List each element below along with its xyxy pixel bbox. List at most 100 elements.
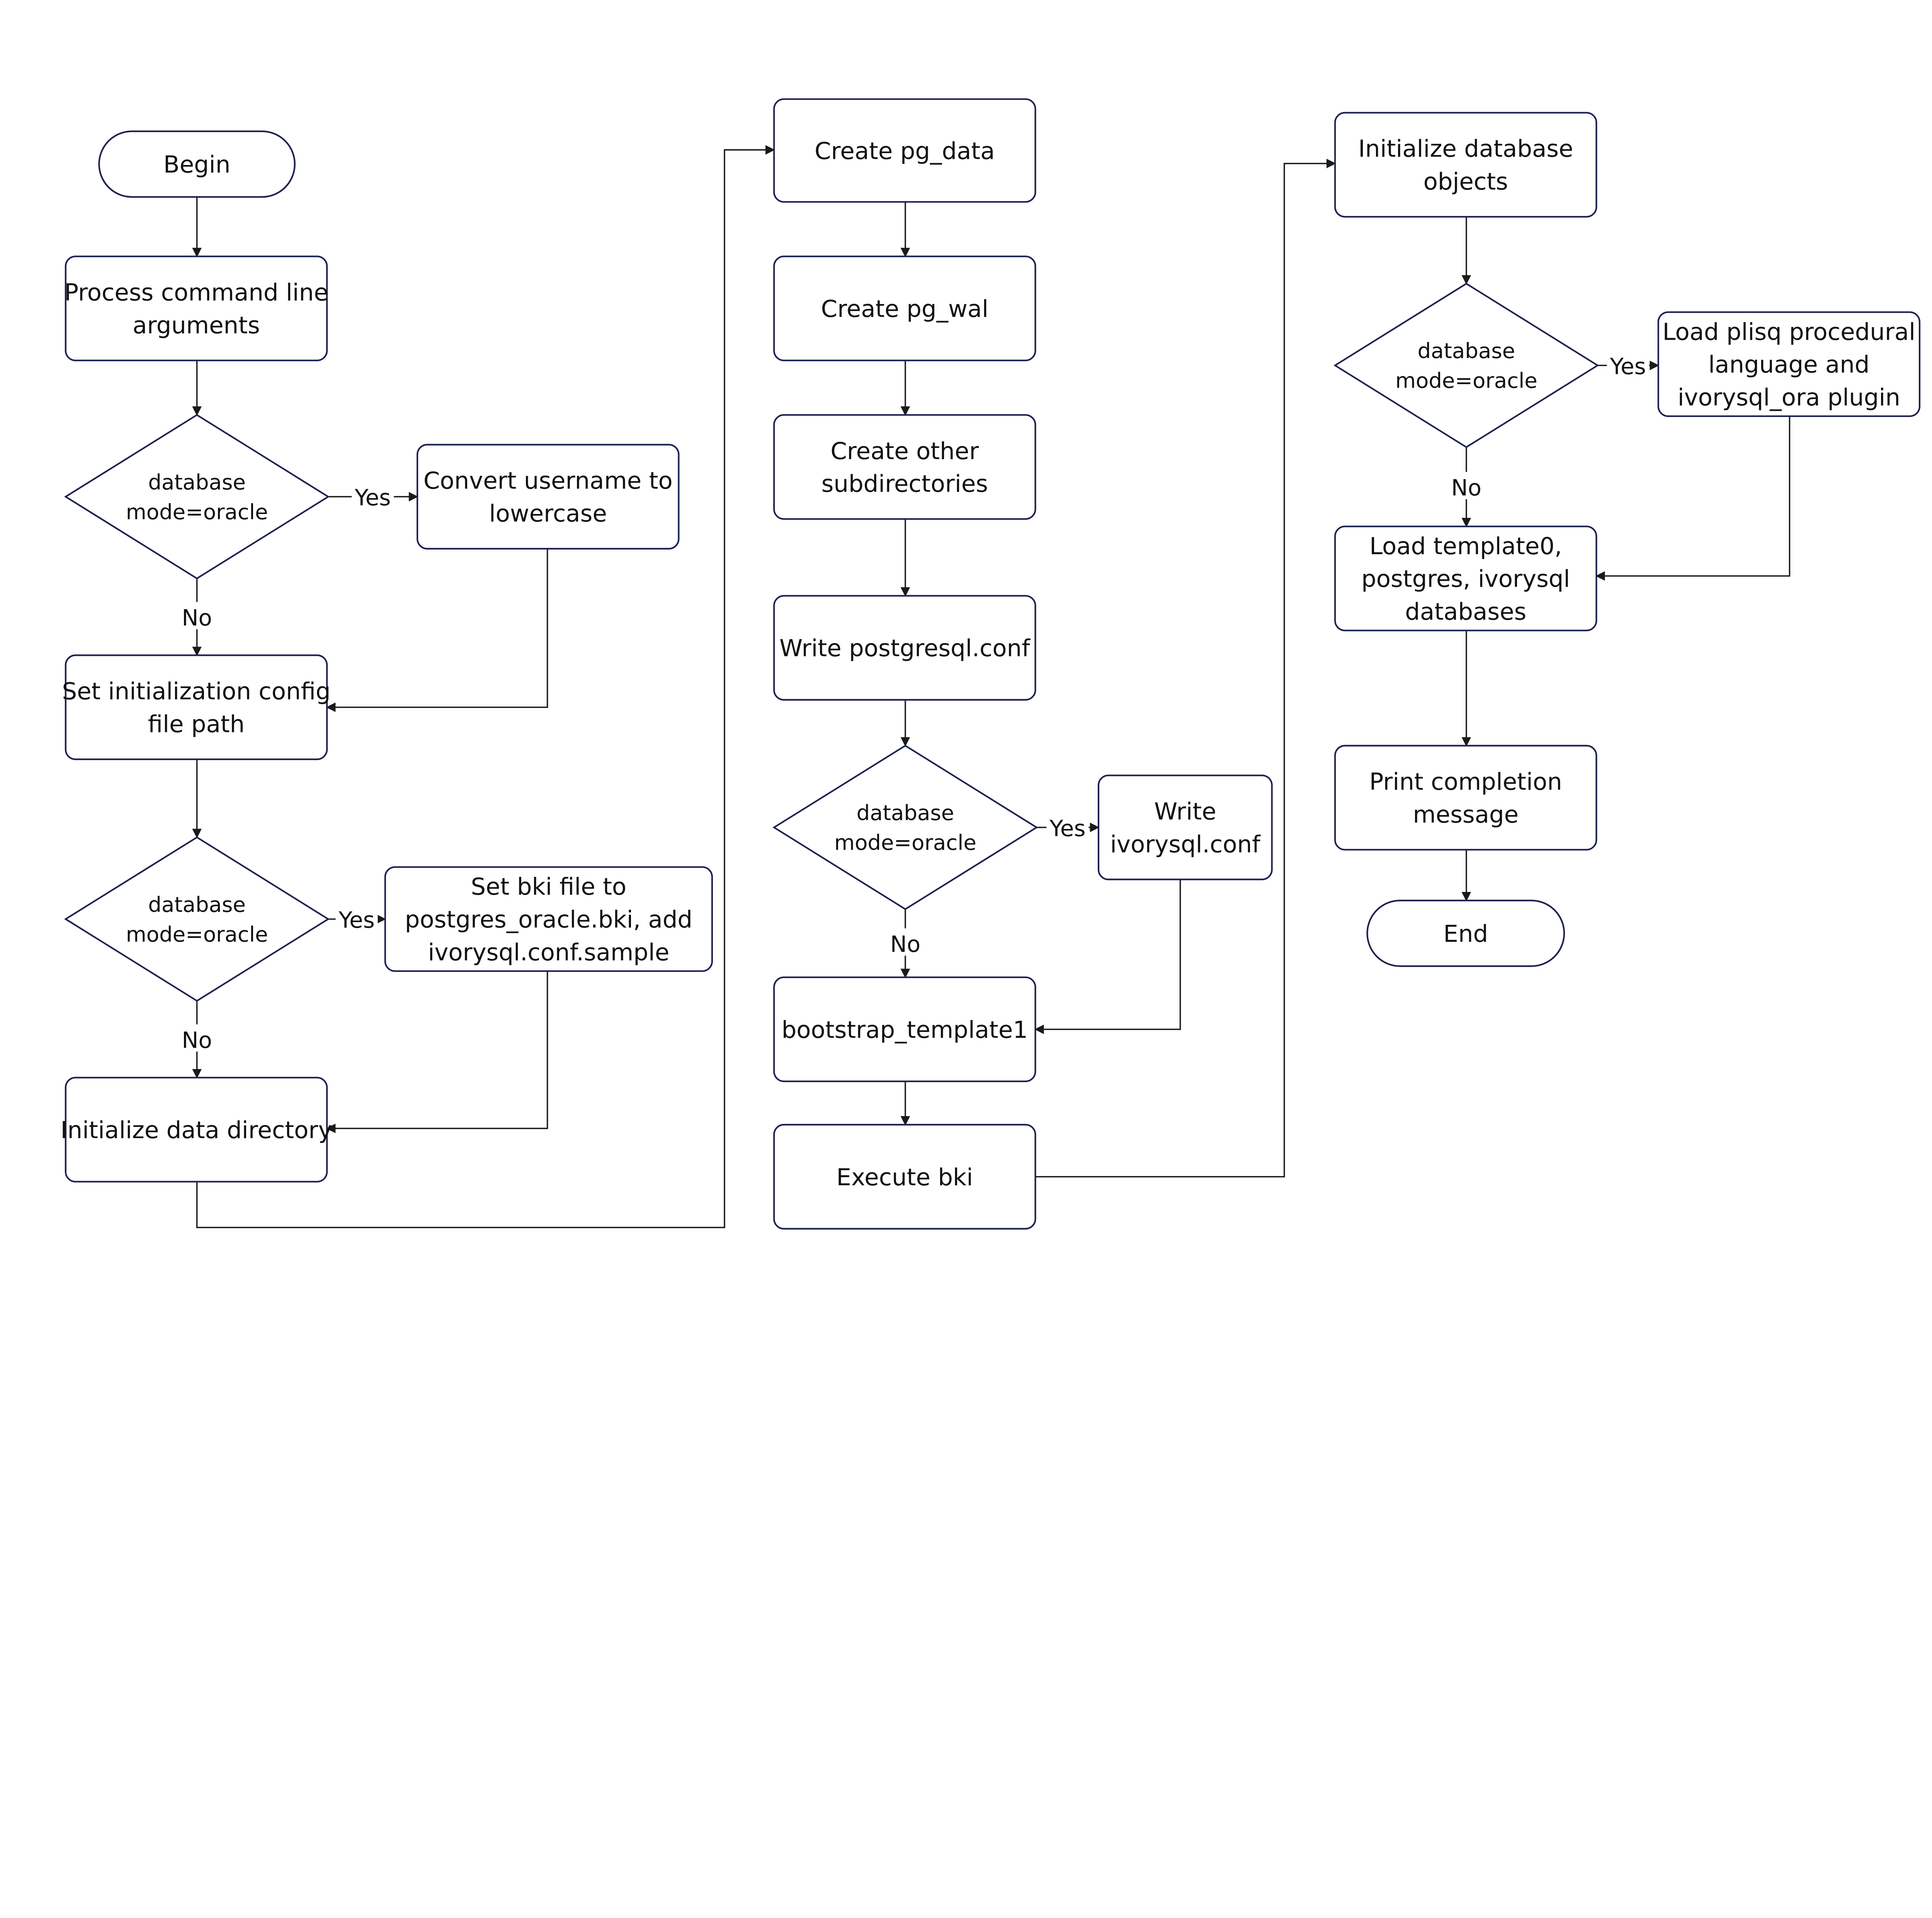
node-text: lowercase bbox=[489, 500, 607, 528]
process-shape bbox=[773, 414, 1036, 520]
decision-shape bbox=[772, 745, 1038, 910]
process-shape bbox=[1334, 112, 1597, 218]
edge-load_plisq-to-load_templates bbox=[1595, 416, 1791, 581]
node-print_completion: Print completion message bbox=[1334, 745, 1597, 851]
node-create_subdirs: Create other subdirectories bbox=[773, 414, 1036, 520]
edge-label-yes: Yes bbox=[1610, 353, 1646, 380]
node-text: Convert username to bbox=[423, 467, 673, 495]
node-text: subdirectories bbox=[821, 470, 988, 498]
edge-label-bg bbox=[886, 928, 924, 956]
node-text: mode=oracle bbox=[126, 922, 268, 946]
process-shape bbox=[773, 976, 1036, 1082]
node-text: objects bbox=[1423, 168, 1508, 196]
process-shape bbox=[773, 98, 1036, 203]
node-begin: Begin bbox=[98, 130, 296, 198]
node-text: Write postgresql.conf bbox=[779, 635, 1031, 662]
node-text: Create pg_data bbox=[815, 137, 995, 165]
node-text: Initialize data directory bbox=[61, 1116, 332, 1144]
edge-label-no: No bbox=[182, 605, 212, 631]
process-shape bbox=[773, 595, 1036, 701]
node-text: message bbox=[1413, 801, 1519, 828]
edge-init_data_dir-to-create_pg_data bbox=[196, 145, 775, 1229]
process-shape bbox=[417, 444, 680, 550]
node-text: Set initialization config bbox=[62, 678, 330, 705]
edge-label-yes: Yes bbox=[354, 485, 391, 511]
node-create_pg_data: Create pg_data bbox=[773, 98, 1036, 203]
node-load_templates: Load template0, postgres, ivorysql databas… bbox=[1334, 526, 1597, 631]
node-text: Begin bbox=[163, 151, 230, 179]
process-shape bbox=[1097, 774, 1273, 880]
edge-label-no: No bbox=[182, 1027, 212, 1053]
process-shape bbox=[65, 255, 328, 361]
terminal-shape bbox=[98, 130, 296, 198]
node-text: Print completion bbox=[1369, 768, 1562, 796]
node-create_pg_wal: Create pg_wal bbox=[773, 255, 1036, 361]
node-text: Load template0, bbox=[1369, 533, 1562, 560]
edge-set_bki-to-init_data_dir bbox=[326, 971, 548, 1133]
edge-label-bg bbox=[335, 904, 378, 932]
edge-label-bg bbox=[1447, 472, 1485, 499]
node-bootstrap_template1: bootstrap_template1 bbox=[773, 976, 1036, 1082]
node-set_config_path: Set initialization config file path bbox=[62, 654, 331, 760]
node-check_mode_1: database mode=oracle bbox=[64, 414, 330, 580]
node-write_postgresql_conf: Write postgresql.conf bbox=[773, 595, 1036, 701]
node-text: bootstrap_template1 bbox=[782, 1016, 1028, 1043]
edge-label-yes: Yes bbox=[1049, 815, 1085, 841]
decision-shape bbox=[1333, 283, 1599, 448]
edges-layer bbox=[192, 145, 1791, 1229]
edge-label-bg bbox=[178, 1024, 216, 1052]
node-text: database bbox=[148, 892, 246, 917]
node-text: postgres, ivorysql bbox=[1361, 565, 1570, 593]
node-text: postgres_oracle.bki, add bbox=[405, 906, 692, 933]
process-shape bbox=[1334, 745, 1597, 851]
edge-label-bg bbox=[1046, 812, 1089, 840]
node-text: Create other bbox=[830, 437, 979, 465]
node-text: Set bki file to bbox=[471, 873, 627, 900]
node-text: mode=oracle bbox=[126, 499, 268, 524]
process-shape bbox=[65, 654, 328, 760]
node-init_data_dir: Initialize data directory bbox=[61, 1077, 332, 1183]
node-text: file path bbox=[148, 711, 245, 738]
process-shape bbox=[773, 255, 1036, 361]
node-text: Write bbox=[1154, 798, 1216, 825]
terminal-shape bbox=[1366, 900, 1565, 967]
node-text: databases bbox=[1405, 598, 1526, 626]
node-text: ivorysql.conf bbox=[1110, 831, 1261, 858]
node-text: language and bbox=[1708, 351, 1869, 378]
node-end: End bbox=[1366, 900, 1565, 967]
node-init_db_objects: Initialize database objects bbox=[1334, 112, 1597, 218]
node-text: mode=oracle bbox=[834, 830, 976, 855]
node-convert_username: Convert username to lowercase bbox=[417, 444, 680, 550]
decision-shape bbox=[64, 414, 330, 580]
node-execute_bki: Execute bki bbox=[773, 1124, 1036, 1230]
node-text: End bbox=[1443, 920, 1488, 948]
edge-label-bg bbox=[352, 482, 394, 509]
process-shape bbox=[773, 1124, 1036, 1230]
node-text: Execute bki bbox=[837, 1164, 973, 1191]
edge-convert_username-to-set_config_path bbox=[326, 548, 548, 712]
node-text: arguments bbox=[133, 311, 260, 339]
edge-write_ivorysql_conf-to-bootstrap_template1 bbox=[1034, 879, 1181, 1034]
node-text: database bbox=[1418, 339, 1515, 363]
process-shape bbox=[1334, 526, 1597, 631]
edge-execute_bki-to-init_db_objects bbox=[1035, 158, 1336, 1178]
edge-label-no: No bbox=[1451, 475, 1481, 501]
node-text: Initialize database bbox=[1358, 135, 1573, 163]
node-text: database bbox=[148, 470, 246, 494]
node-write_ivorysql_conf: Write ivorysql.conf bbox=[1097, 774, 1273, 880]
edge-label-bg bbox=[1607, 351, 1649, 378]
node-check_mode_2: database mode=oracle bbox=[64, 836, 330, 1002]
process-shape bbox=[65, 1077, 328, 1183]
edge-label-no: No bbox=[890, 931, 920, 957]
decision-shape bbox=[64, 836, 330, 1002]
edge-label-yes: Yes bbox=[338, 907, 375, 933]
node-text: Load plisq procedural bbox=[1663, 318, 1916, 345]
process-shape bbox=[384, 866, 713, 972]
